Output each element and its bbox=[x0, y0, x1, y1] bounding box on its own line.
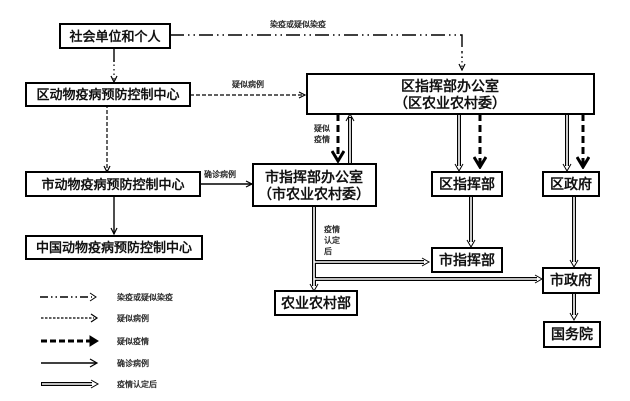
node-china-cdc-label: 中国动物疫病预防控制中心 bbox=[36, 240, 192, 256]
edge-city-office-to-district-office bbox=[345, 112, 355, 163]
node-city-office[interactable]: 市指挥部办公室 （市农业农村委） bbox=[252, 163, 377, 207]
edge-label-after-confirm-2: 认定 bbox=[324, 235, 340, 245]
legend-item-solid: 确诊病例 bbox=[41, 358, 149, 368]
node-city-gov[interactable]: 市政府 bbox=[542, 267, 600, 294]
node-moa[interactable]: 农业农村部 bbox=[274, 290, 358, 316]
node-district-hq[interactable]: 区指挥部 bbox=[431, 171, 503, 197]
node-district-hq-label: 区指挥部 bbox=[439, 176, 495, 193]
node-state-council[interactable]: 国务院 bbox=[543, 321, 601, 348]
edge-district-office-to-city-office: 疑似 疫情 bbox=[314, 114, 338, 161]
legend: 染疫或疑似染疫 疑似病例 疑似疫情 确诊病例 疫情认定后 bbox=[40, 292, 173, 389]
edge-district-office-to-district-hq bbox=[454, 114, 480, 173]
node-district-cdc[interactable]: 区动物疫病预防控制中心 bbox=[25, 82, 191, 107]
legend-item-double: 疫情认定后 bbox=[41, 379, 157, 389]
node-china-cdc[interactable]: 中国动物疫病预防控制中心 bbox=[25, 235, 203, 260]
node-city-office-label-1: 市指挥部办公室 bbox=[265, 169, 363, 186]
legend-item-fine-dashed: 疑似病例 bbox=[41, 313, 149, 323]
node-city-cdc[interactable]: 市动物疫病预防控制中心 bbox=[25, 171, 201, 197]
node-district-office[interactable]: 区指挥部办公室 （区农业农村委） bbox=[306, 73, 595, 115]
edge-city-cdc-to-city-office: 确诊病例 bbox=[200, 169, 252, 184]
node-social-label: 社会单位和个人 bbox=[68, 29, 161, 45]
node-city-cdc-label: 市动物疫病预防控制中心 bbox=[41, 177, 184, 193]
node-city-office-label-2: （市农业农村委） bbox=[258, 186, 370, 203]
node-district-cdc-label: 区动物疫病预防控制中心 bbox=[36, 87, 179, 103]
edge-district-hq-to-city-hq bbox=[466, 196, 476, 249]
edge-city-gov-to-state-council bbox=[569, 293, 579, 322]
node-moa-label: 农业农村部 bbox=[280, 295, 351, 312]
node-district-gov-label: 区政府 bbox=[550, 176, 592, 193]
edge-city-office-after-confirm: 疫情 认定 后 bbox=[309, 206, 544, 293]
edge-district-cdc-to-district-office: 疑似病例 bbox=[190, 79, 305, 95]
edge-district-office-to-district-gov bbox=[562, 114, 583, 173]
edge-label-infected: 染疫或疑似染疫 bbox=[269, 19, 326, 29]
edge-label-after-confirm-3: 后 bbox=[324, 246, 332, 256]
legend-label-bold-dashed: 疑似疫情 bbox=[117, 336, 149, 346]
node-district-gov[interactable]: 区政府 bbox=[542, 171, 600, 197]
legend-item-bold-dashed: 疑似疫情 bbox=[41, 335, 149, 347]
edge-label-suspected-epidemic-2: 疫情 bbox=[314, 134, 330, 144]
legend-item-dash-dot: 染疫或疑似染疫 bbox=[40, 292, 173, 302]
node-state-council-label: 国务院 bbox=[551, 326, 593, 343]
legend-label-dash-dot: 染疫或疑似染疫 bbox=[116, 292, 173, 302]
edge-label-confirmed-case: 确诊病例 bbox=[204, 169, 236, 179]
node-district-office-label-1: 区指挥部办公室 bbox=[401, 78, 499, 95]
edge-label-suspected-case: 疑似病例 bbox=[232, 79, 264, 89]
edge-social-to-district-office: 染疫或疑似染疫 bbox=[170, 19, 462, 70]
legend-label-solid: 确诊病例 bbox=[117, 358, 149, 368]
edge-district-gov-to-city-gov bbox=[569, 196, 579, 269]
node-district-office-label-2: （区农业农村委） bbox=[394, 95, 506, 112]
node-social[interactable]: 社会单位和个人 bbox=[59, 23, 171, 49]
node-city-hq-label: 市指挥部 bbox=[439, 252, 495, 269]
legend-label-double: 疫情认定后 bbox=[117, 379, 157, 389]
edge-label-suspected-epidemic-1: 疑似 bbox=[314, 123, 330, 133]
legend-label-fine-dashed: 疑似病例 bbox=[117, 313, 149, 323]
edge-label-after-confirm-1: 疫情 bbox=[324, 224, 340, 234]
node-city-gov-label: 市政府 bbox=[550, 272, 592, 289]
node-city-hq[interactable]: 市指挥部 bbox=[431, 247, 503, 273]
